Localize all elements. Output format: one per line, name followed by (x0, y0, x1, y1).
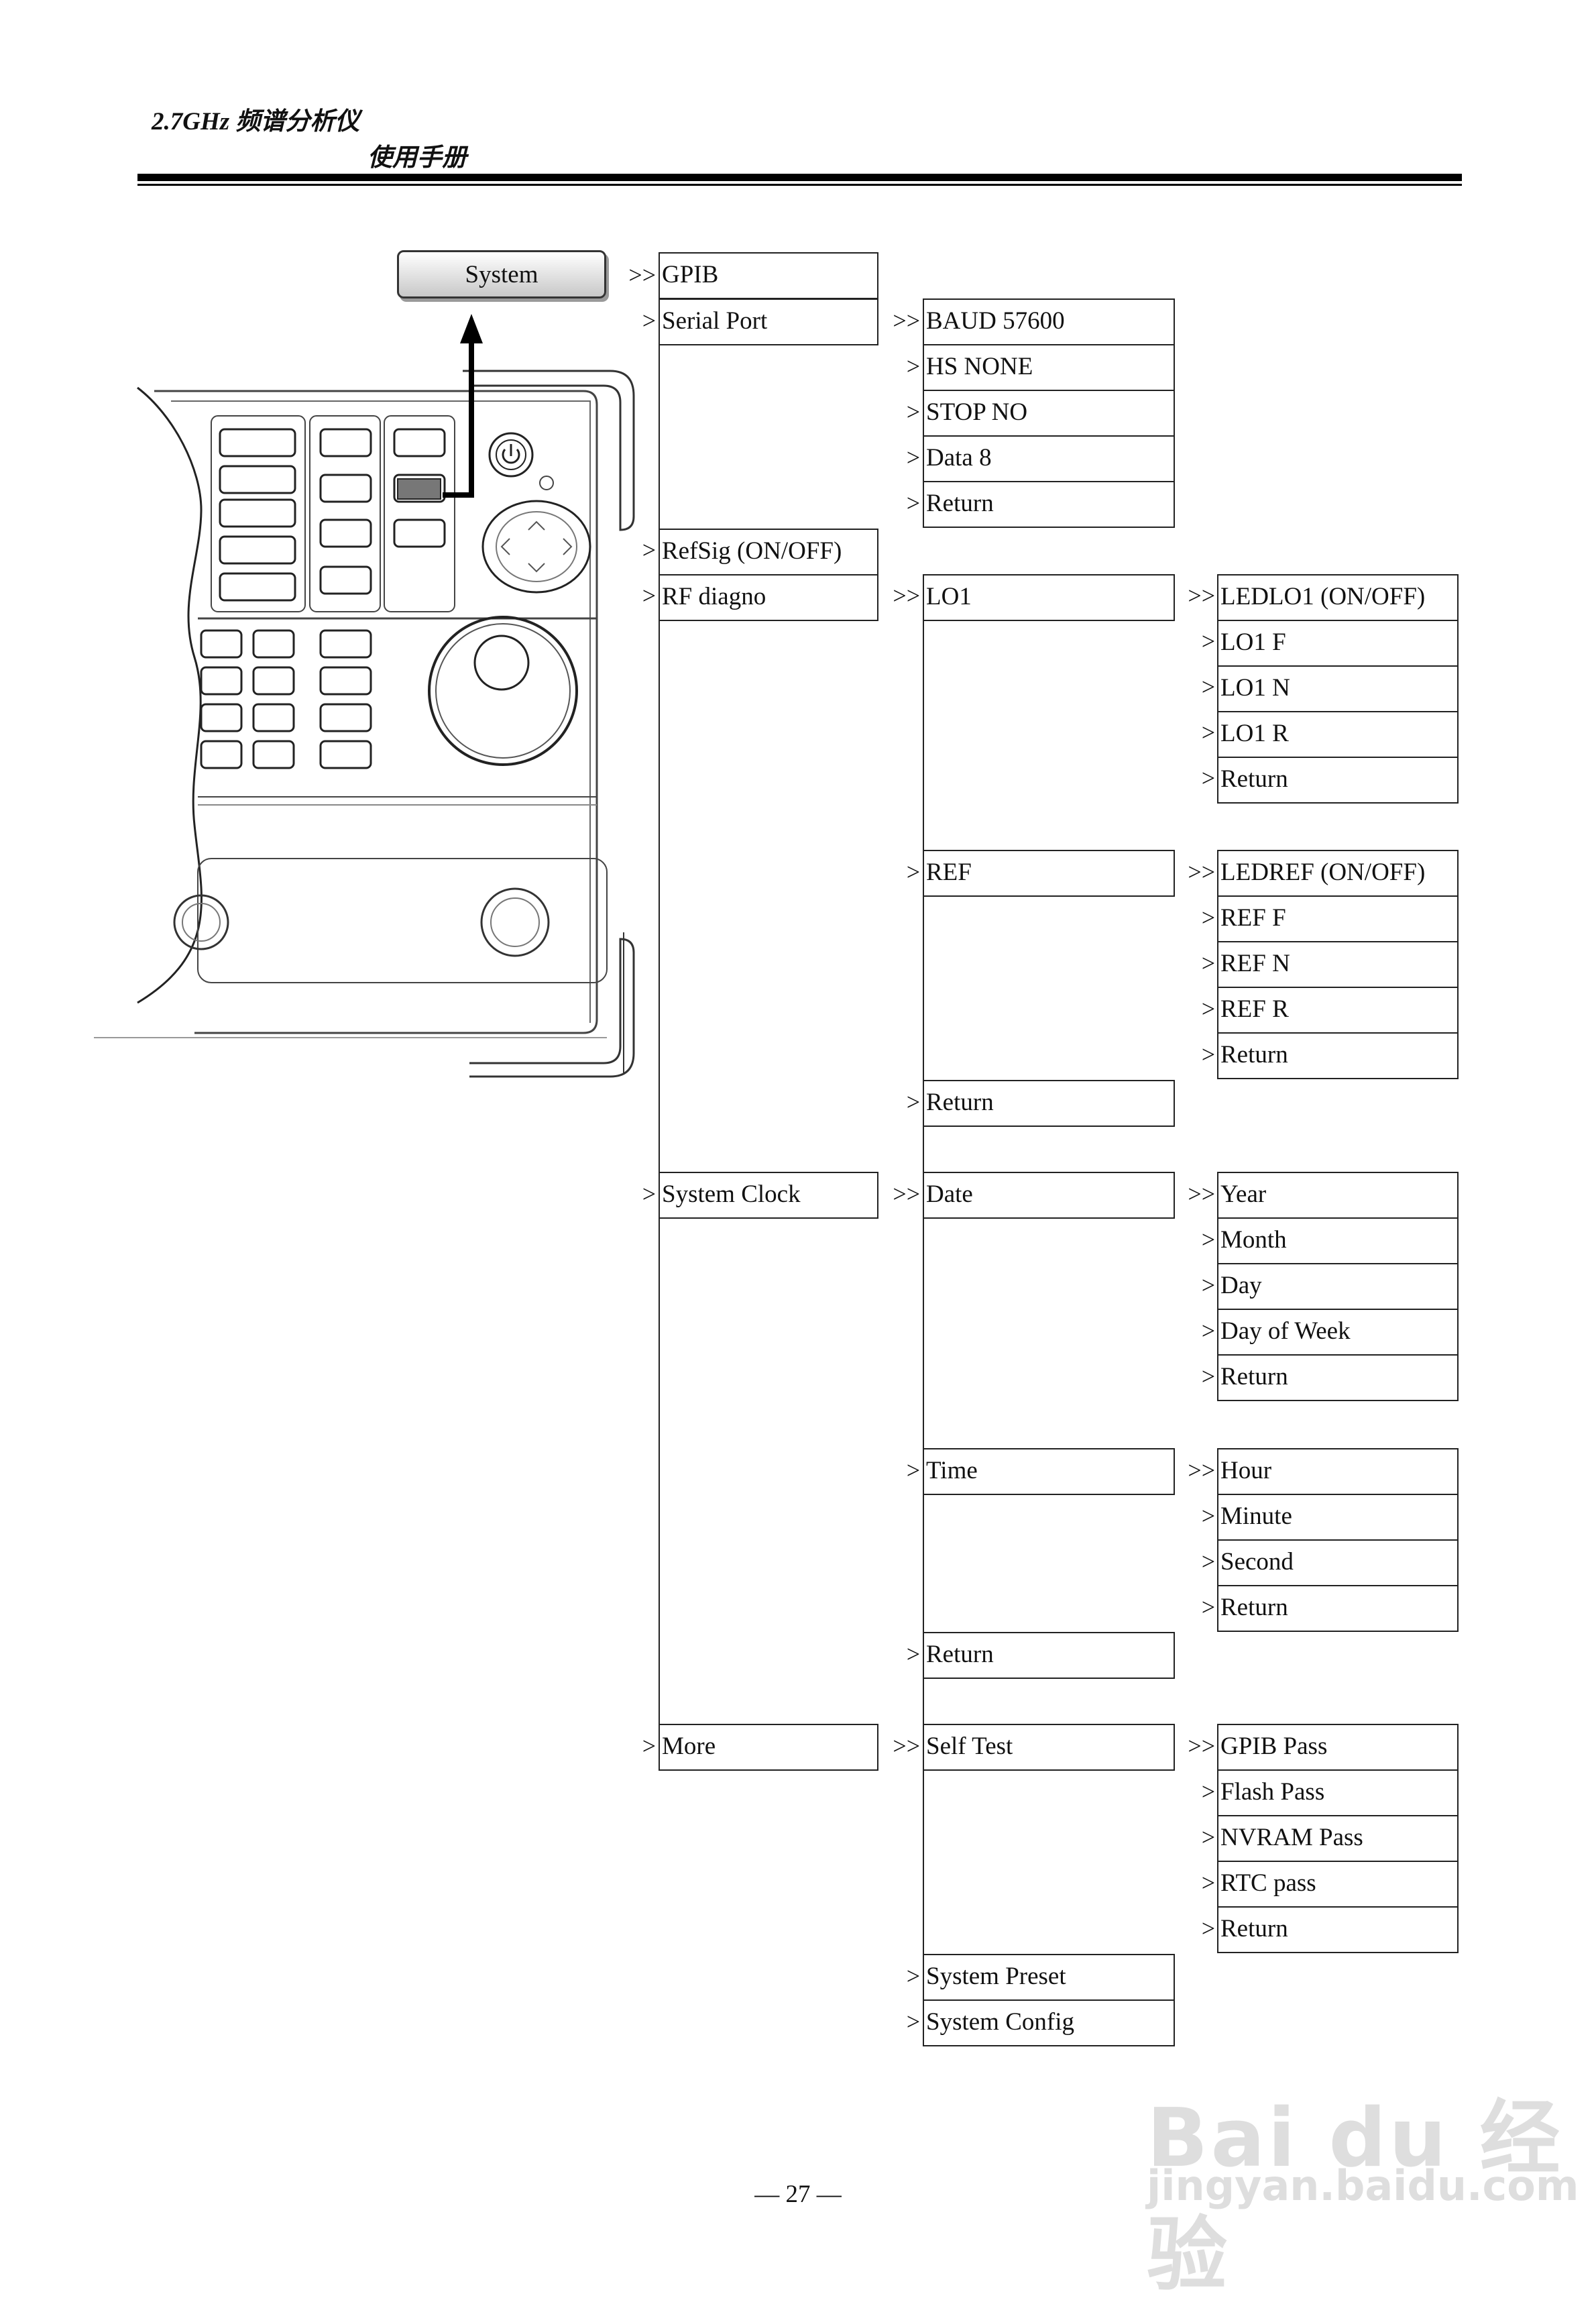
system-button[interactable]: System (397, 250, 606, 298)
arrow-lo1-n: > (1201, 673, 1215, 700)
arrow-time: > (906, 1457, 920, 1484)
menu-item-lo1-return[interactable]: Return (1217, 757, 1459, 804)
arrow-baud: >> (893, 307, 920, 334)
arrow-gpib: >> (628, 262, 656, 288)
arrow-minute: > (1201, 1502, 1215, 1529)
arrow-clock-return: > (906, 1641, 920, 1667)
menu-item-date-return[interactable]: Return (1217, 1354, 1459, 1401)
menu-item-stop[interactable]: STOP NO (923, 390, 1175, 437)
arrow-ledref: >> (1188, 859, 1215, 885)
menu-item-refsig[interactable]: RefSig (ON/OFF) (659, 529, 878, 575)
arrow-lo1: >> (893, 582, 920, 609)
arrow-system-config: > (906, 2008, 920, 2035)
arrow-rf-return: > (906, 1089, 920, 1115)
arrow-ref-return: > (1201, 1041, 1215, 1068)
menu-item-rf-diagno[interactable]: RF diagno (659, 574, 878, 621)
arrow-month: > (1201, 1226, 1215, 1253)
arrow-date: >> (893, 1181, 920, 1207)
menu-item-system-clock[interactable]: System Clock (659, 1172, 878, 1219)
arrow-flash-pass: > (1201, 1778, 1215, 1805)
watermark-url: jingyan.baidu.com (1147, 2161, 1579, 2210)
header-title: 2.7GHz 频谱分析仪 (152, 108, 360, 135)
arrow-ledlo1: >> (1188, 582, 1215, 609)
menu-item-ledref[interactable]: LEDREF (ON/OFF) (1217, 850, 1459, 897)
page-number: — 27 — (754, 2181, 842, 2208)
menu-item-lo1-n[interactable]: LO1 N (1217, 665, 1459, 712)
menu-item-day[interactable]: Day (1217, 1263, 1459, 1310)
arrow-second: > (1201, 1548, 1215, 1575)
menu-item-system-preset[interactable]: System Preset (923, 1954, 1175, 2001)
arrow-lo1-return: > (1201, 765, 1215, 791)
arrow-system-clock: > (642, 1181, 656, 1207)
arrow-selftest-return: > (1201, 1915, 1215, 1942)
menu-item-day-of-week[interactable]: Day of Week (1217, 1309, 1459, 1356)
menu-item-clock-return[interactable]: Return (923, 1632, 1175, 1679)
arrow-more: > (642, 1733, 656, 1759)
menu-item-selftest-return[interactable]: Return (1217, 1906, 1459, 1953)
menu-item-gpib-pass[interactable]: GPIB Pass (1217, 1724, 1459, 1771)
menu-item-year[interactable]: Year (1217, 1172, 1459, 1219)
tree-line-level2 (923, 621, 924, 2040)
arrow-day: > (1201, 1272, 1215, 1299)
menu-item-serial-port[interactable]: Serial Port (659, 298, 878, 345)
menu-item-data[interactable]: Data 8 (923, 435, 1175, 482)
menu-item-hour[interactable]: Hour (1217, 1448, 1459, 1495)
arrow-serial-return: > (906, 490, 920, 516)
arrow-year: >> (1188, 1181, 1215, 1207)
arrow-rf-diagno: > (642, 582, 656, 609)
arrow-day-of-week: > (1201, 1317, 1215, 1344)
header-rule-thin (137, 184, 1462, 186)
menu-item-lo1-r[interactable]: LO1 R (1217, 711, 1459, 758)
menu-item-month[interactable]: Month (1217, 1217, 1459, 1264)
menu-item-minute[interactable]: Minute (1217, 1494, 1459, 1541)
menu-item-hs[interactable]: HS NONE (923, 344, 1175, 391)
front-panel-illustration (94, 314, 635, 1078)
header-subtitle: 使用手册 (367, 144, 467, 172)
menu-item-system-config[interactable]: System Config (923, 1999, 1175, 2046)
arrow-hour: >> (1188, 1457, 1215, 1484)
menu-item-ref-return[interactable]: Return (1217, 1032, 1459, 1079)
menu-item-rf-return[interactable]: Return (923, 1080, 1175, 1127)
arrow-time-return: > (1201, 1594, 1215, 1621)
arrow-lo1-r: > (1201, 719, 1215, 746)
menu-item-second[interactable]: Second (1217, 1539, 1459, 1586)
menu-item-ref[interactable]: REF (923, 850, 1175, 897)
menu-item-lo1[interactable]: LO1 (923, 574, 1175, 621)
arrow-rtc-pass: > (1201, 1869, 1215, 1896)
arrow-lo1-f: > (1201, 628, 1215, 655)
menu-item-rtc-pass[interactable]: RTC pass (1217, 1861, 1459, 1908)
menu-item-flash-pass[interactable]: Flash Pass (1217, 1769, 1459, 1816)
menu-item-date[interactable]: Date (923, 1172, 1175, 1219)
menu-item-ref-n[interactable]: REF N (1217, 941, 1459, 988)
menu-item-ref-f[interactable]: REF F (1217, 895, 1459, 942)
arrow-data: > (906, 444, 920, 471)
menu-item-nvram-pass[interactable]: NVRAM Pass (1217, 1815, 1459, 1862)
arrow-system-preset: > (906, 1963, 920, 1989)
menu-item-time[interactable]: Time (923, 1448, 1175, 1495)
header-rule-thick (137, 174, 1462, 181)
arrow-refsig: > (642, 537, 656, 563)
menu-item-ref-r[interactable]: REF R (1217, 987, 1459, 1034)
menu-item-time-return[interactable]: Return (1217, 1585, 1459, 1632)
arrow-stop: > (906, 398, 920, 425)
tree-line-level1 (659, 345, 660, 1727)
arrow-date-return: > (1201, 1363, 1215, 1390)
menu-item-serial-return[interactable]: Return (923, 481, 1175, 528)
arrow-nvram-pass: > (1201, 1824, 1215, 1851)
arrow-self-test: >> (893, 1733, 920, 1759)
arrow-hs: > (906, 353, 920, 380)
menu-item-self-test[interactable]: Self Test (923, 1724, 1175, 1771)
arrow-ref-r: > (1201, 995, 1215, 1022)
arrow-ref-n: > (1201, 950, 1215, 977)
menu-item-more[interactable]: More (659, 1724, 878, 1771)
menu-item-lo1-f[interactable]: LO1 F (1217, 620, 1459, 667)
arrow-ref-f: > (1201, 904, 1215, 931)
arrow-serial-port: > (642, 307, 656, 334)
menu-item-baud[interactable]: BAUD 57600 (923, 298, 1175, 345)
menu-item-ledlo1[interactable]: LEDLO1 (ON/OFF) (1217, 574, 1459, 621)
arrow-ref: > (906, 859, 920, 885)
menu-item-gpib[interactable]: GPIB (659, 252, 878, 299)
arrow-gpib-pass: >> (1188, 1733, 1215, 1759)
